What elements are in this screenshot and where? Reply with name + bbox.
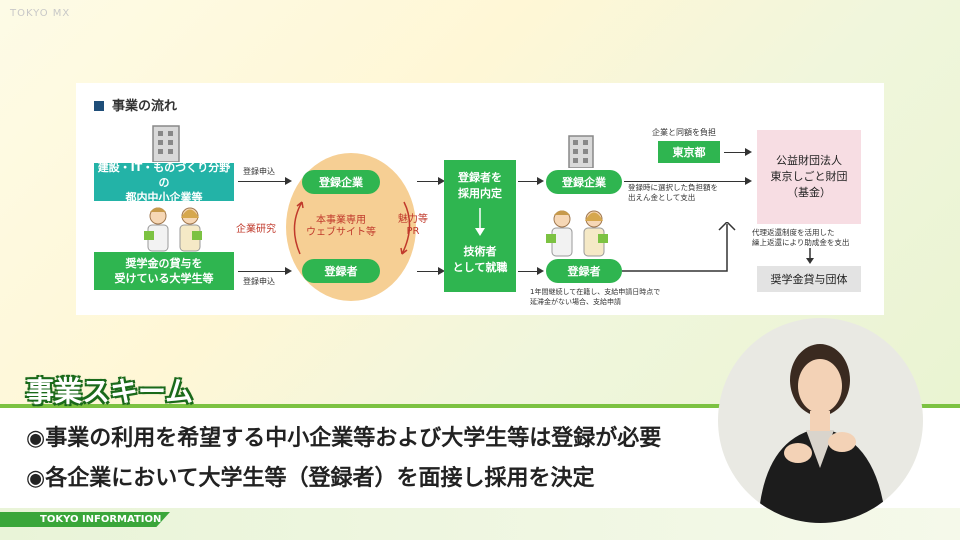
apply-label-top: 登録申込: [243, 167, 275, 176]
circular-arrows-icon: [293, 201, 411, 255]
caption-bullet-2: ◉各企業において大学生等（登録者）を面接し採用を決定: [26, 466, 595, 491]
title-square-icon: [94, 101, 104, 111]
website-label: 本事業専用 ウェブサイト等: [306, 215, 376, 238]
registered-company-pill: 登録企業: [302, 170, 380, 194]
tokyo-metropolitan-box: 東京都: [658, 141, 720, 163]
company-research-label: 企業研究: [236, 224, 276, 235]
appeal-label: 魅力等 PR: [398, 214, 428, 237]
scholarship-lender-box: 奨学金貸与団体: [757, 266, 861, 292]
channel-watermark: TOKYO MX: [10, 8, 71, 19]
repayment-note: 代理返還制度を活用した 繰上返還により助成金を支出: [752, 228, 850, 247]
arrow-sme-to-registry: [238, 177, 292, 185]
tokyo-note: 企業と同額を負担: [652, 128, 716, 137]
caption-bullet-1: ◉事業の利用を希望する中小企業等および大学生等は登録が必要: [26, 426, 662, 451]
down-arrow-icon: [475, 208, 485, 236]
down-arrow-small-icon: [806, 248, 814, 264]
foundation-box: 公益財団法人 東京しごと財団 （基金）: [757, 130, 861, 224]
sme-box: 建設・IT・ものづくり分野の 都内中小企業等: [94, 161, 234, 204]
students-illustration-icon: [144, 207, 202, 252]
hire-offer-label: 登録者を 採用内定: [458, 171, 502, 200]
program-tag: TOKYO INFORMATION: [0, 512, 170, 527]
registered-company-right-pill: 登録企業: [546, 170, 622, 194]
interpreter-figure-icon: [758, 344, 886, 523]
registrants-illustration-icon: [546, 210, 608, 257]
arrow-company-to-foundation: [624, 177, 752, 185]
arrow-registrant-to-foundation: [622, 222, 736, 272]
arrow-students-to-registry: [238, 267, 292, 275]
arrow-to-hire-bottom: [417, 267, 445, 275]
employee-condition-note: 1年間継続して在籍し、支給申請日時点で 延滞金がない場合、支給申請: [530, 288, 661, 306]
sign-language-interpreter: [718, 318, 923, 523]
arrow-to-hire-top: [417, 177, 445, 185]
building-icon: [152, 125, 180, 162]
slide-title: 事業の流れ: [94, 95, 177, 114]
arrow-tokyo-to-foundation: [724, 148, 752, 156]
caption-headline: 事業スキーム: [26, 375, 194, 408]
building-right-icon: [568, 135, 594, 168]
apply-label-bottom: 登録申込: [243, 277, 275, 286]
employment-label: 技術者 として就職: [452, 245, 508, 274]
arrow-to-company-right: [518, 177, 544, 185]
registrant-right-pill: 登録者: [546, 259, 622, 283]
arrow-to-registrant-right: [518, 267, 544, 275]
students-box: 奨学金の貸与を 受けている大学生等: [94, 252, 234, 290]
registrant-pill: 登録者: [302, 259, 380, 283]
contribution-note: 登録時に選択した負担額を 出えん金として支出: [628, 183, 718, 202]
